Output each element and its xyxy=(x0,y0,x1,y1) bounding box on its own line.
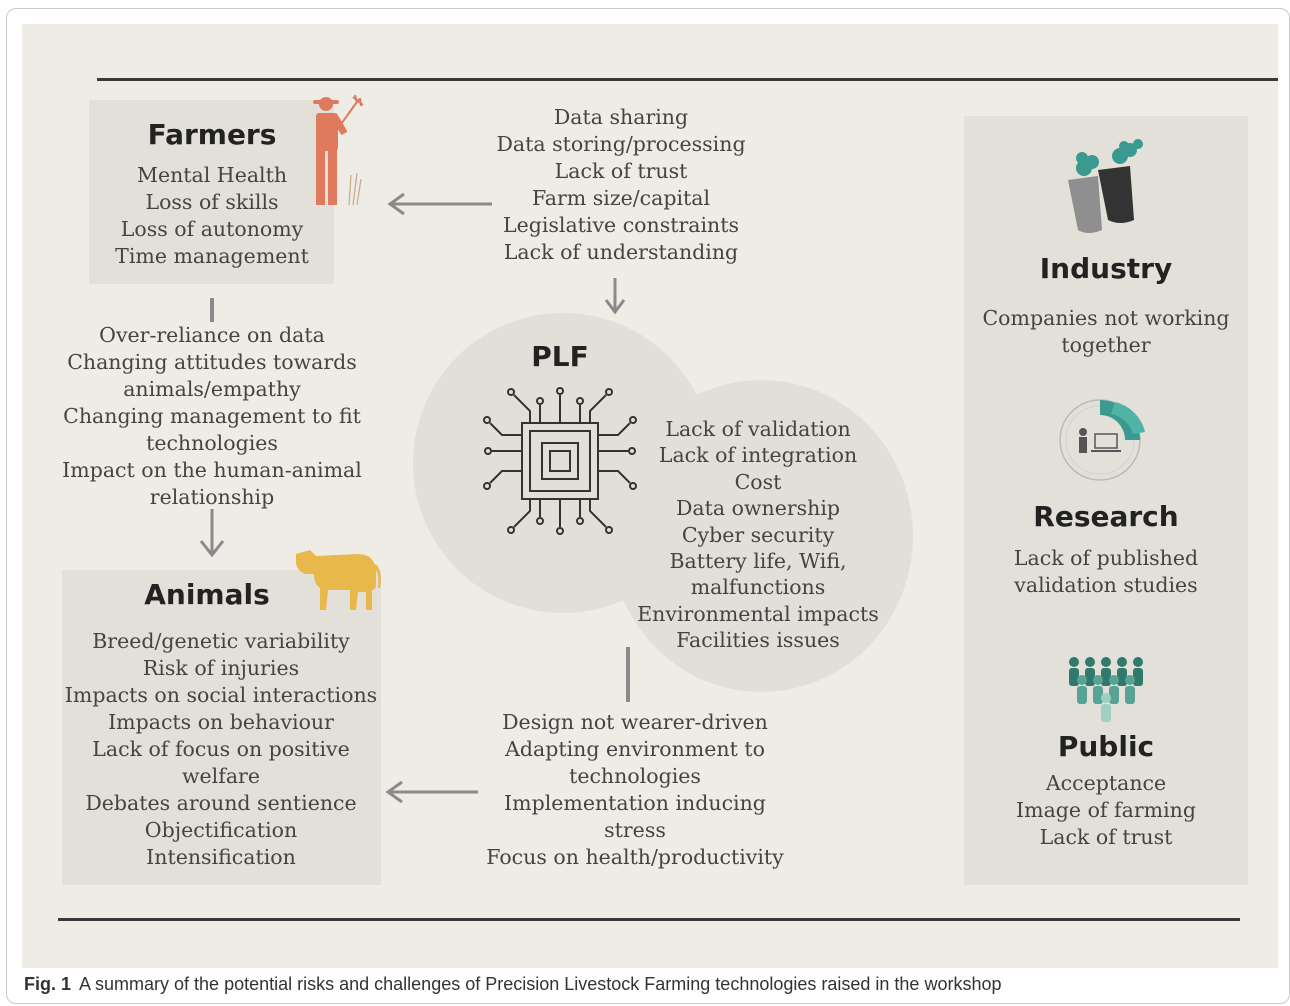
plf-item: Lack of integration xyxy=(658,443,858,468)
human-animal-list: Over-reliance on data Changing attitudes… xyxy=(52,322,372,511)
design-item: technologies xyxy=(569,764,701,788)
research-list: Lack of published validation studies xyxy=(966,545,1246,599)
public-title: Public xyxy=(1057,730,1155,763)
data-issue-item: Data sharing xyxy=(553,105,689,129)
industry-title: Industry xyxy=(1039,252,1173,285)
research-icon xyxy=(1059,399,1145,481)
research-title: Research xyxy=(1033,500,1179,533)
farmers-title: Farmers xyxy=(147,118,277,151)
plf-item: Lack of validation xyxy=(665,417,851,441)
farmers-item: Loss of autonomy xyxy=(120,217,304,241)
animals-item: Lack of focus on positive xyxy=(92,737,350,761)
stakeholders-box xyxy=(964,116,1248,885)
plf-item: Facilities issues xyxy=(676,628,840,653)
human-animal-item: Changing attitudes towards xyxy=(67,350,357,374)
caption-label: Fig. 1 xyxy=(24,974,72,994)
cow-icon xyxy=(296,550,381,610)
industry-list: Companies not working together xyxy=(966,305,1246,359)
design-list: Design not wearer-driven Adapting enviro… xyxy=(480,709,790,871)
industry-item: together xyxy=(1061,333,1151,357)
plf-item: Battery life, Wifi, xyxy=(669,549,847,574)
arrow-to-animals-box xyxy=(385,780,478,804)
public-item: Acceptance xyxy=(1045,771,1167,795)
plf-item: Data ownership xyxy=(675,496,841,521)
people-group-icon xyxy=(1069,657,1143,722)
plf-circle-right xyxy=(610,380,913,692)
animals-item: Intensification xyxy=(146,845,296,869)
plf-item: Cost xyxy=(734,469,782,494)
plf-item: malfunctions xyxy=(690,575,826,600)
design-item: Implementation inducing xyxy=(504,791,766,815)
public-item: Lack of trust xyxy=(1039,825,1173,849)
animals-item: Impacts on behaviour xyxy=(108,710,334,734)
arrow-to-plf xyxy=(604,278,626,315)
design-item: stress xyxy=(604,818,666,842)
animals-list: Breed/genetic variability Risk of injuri… xyxy=(62,628,380,871)
human-animal-item: Over-reliance on data xyxy=(99,323,325,347)
human-animal-item: Impact on the human-animal xyxy=(62,458,362,482)
farmers-item: Time management xyxy=(115,244,309,268)
human-animal-item: relationship xyxy=(149,485,275,509)
public-list: Acceptance Image of farming Lack of trus… xyxy=(966,770,1246,851)
chip-icon xyxy=(483,387,637,535)
plf-item: Environmental impacts xyxy=(637,601,879,626)
animals-item: Debates around sentience xyxy=(85,791,357,815)
caption-text: A summary of the potential risks and cha… xyxy=(79,974,1002,994)
data-issues-list: Data sharing Data storing/processing Lac… xyxy=(480,104,762,266)
animals-item: Risk of injuries xyxy=(142,656,300,680)
data-issue-item: Farm size/capital xyxy=(531,186,711,210)
factory-smoke-icon xyxy=(1068,139,1143,233)
arrow-to-animals xyxy=(199,509,225,558)
data-issue-item: Lack of understanding xyxy=(503,240,739,264)
public-item: Image of farming xyxy=(1016,798,1196,822)
figure-caption: Fig. 1 A summary of the potential risks a… xyxy=(24,974,1001,995)
arrow-to-farmers xyxy=(387,192,492,216)
plf-list: Lack of validation Lack of integration C… xyxy=(628,416,888,654)
data-issue-item: Legislative constraints xyxy=(502,213,740,237)
plf-item: Cyber security xyxy=(681,522,835,547)
design-item: Design not wearer-driven xyxy=(502,710,768,734)
farmer-icon xyxy=(313,94,364,206)
research-item: Lack of published xyxy=(1013,546,1199,570)
animals-title: Animals xyxy=(144,578,270,611)
plf-connector xyxy=(626,647,630,702)
animals-item: Breed/genetic variability xyxy=(92,629,350,653)
design-item: Adapting environment to xyxy=(505,737,765,761)
animals-item: Impacts on social interactions xyxy=(64,683,378,707)
farmers-box xyxy=(89,100,334,284)
animals-item: Objectification xyxy=(144,818,298,842)
data-issue-item: Data storing/processing xyxy=(496,132,746,156)
farmers-connector xyxy=(210,298,214,322)
human-animal-item: Changing management to fit xyxy=(63,404,361,428)
human-animal-item: animals/empathy xyxy=(123,377,301,401)
human-animal-item: technologies xyxy=(146,431,278,455)
design-item: Focus on health/productivity xyxy=(486,845,784,869)
farmers-item: Mental Health xyxy=(136,163,288,187)
plf-title: PLF xyxy=(531,340,589,373)
bottom-rule xyxy=(58,918,1240,921)
data-issue-item: Lack of trust xyxy=(554,159,688,183)
farmers-item: Loss of skills xyxy=(145,190,279,214)
animals-item: welfare xyxy=(182,764,260,788)
research-item: validation studies xyxy=(1014,573,1198,597)
animals-box xyxy=(62,570,381,885)
farmers-list: Mental Health Loss of skills Loss of aut… xyxy=(92,162,332,270)
industry-item: Companies not working xyxy=(982,306,1230,330)
top-rule xyxy=(97,78,1278,81)
